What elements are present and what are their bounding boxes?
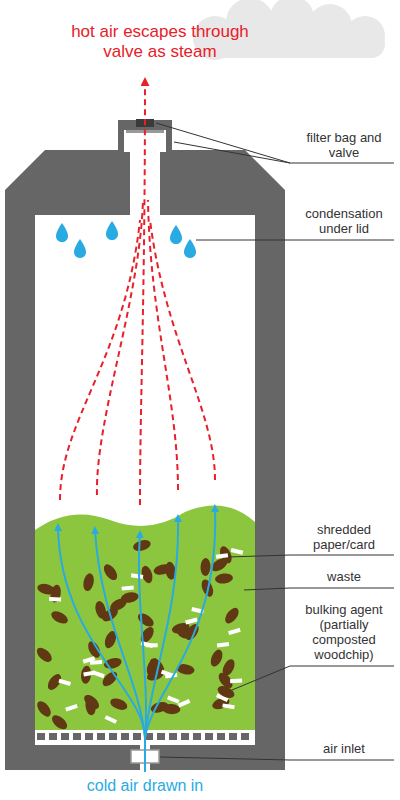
droplet xyxy=(74,239,86,258)
woodchip xyxy=(216,684,237,701)
paper-piece xyxy=(217,642,229,647)
woodchip xyxy=(120,591,140,604)
grid-square xyxy=(37,733,45,740)
paper-piece xyxy=(146,643,158,647)
paper-piece xyxy=(131,573,143,579)
paper-piece xyxy=(90,660,102,665)
cold-air-flow xyxy=(58,508,215,772)
paper-piece xyxy=(161,670,174,678)
woodchip xyxy=(132,538,152,553)
woodchip xyxy=(222,605,241,625)
woodchip xyxy=(208,648,224,669)
part-label: condensation under lid xyxy=(294,206,394,236)
woodchip xyxy=(200,558,211,576)
grid-square xyxy=(181,733,189,740)
grid-square xyxy=(97,733,105,740)
woodchip xyxy=(49,609,70,626)
paper-piece xyxy=(222,703,234,709)
droplet xyxy=(106,221,118,240)
woodchip xyxy=(101,562,120,582)
grid-square xyxy=(229,733,237,740)
woodchip xyxy=(140,564,155,584)
grid-square xyxy=(85,733,93,740)
woodchip xyxy=(82,572,96,592)
part-label: filter bag and valve xyxy=(300,130,388,160)
paper-piece xyxy=(105,715,118,724)
part-label: shredded paper/card xyxy=(294,522,394,552)
grid-square xyxy=(121,733,129,740)
paper-piece xyxy=(216,553,228,559)
grid-square xyxy=(169,733,177,740)
droplet xyxy=(170,225,182,244)
woodchip xyxy=(162,703,181,714)
paper-piece xyxy=(231,548,244,555)
part-label: air inlet xyxy=(294,741,394,756)
woodchip xyxy=(215,573,234,585)
hot-air-caption: hot air escapes through valve as steam xyxy=(50,22,270,62)
woodchip xyxy=(34,645,54,664)
cold-air-caption: cold air drawn in xyxy=(45,776,245,795)
paper-piece xyxy=(65,704,78,712)
grid-square xyxy=(193,733,201,740)
part-label: waste xyxy=(294,569,394,584)
paper-piece xyxy=(49,597,61,601)
droplet xyxy=(184,239,196,258)
paper-piece xyxy=(230,678,242,683)
grid-square xyxy=(61,733,69,740)
paper-piece xyxy=(167,696,180,704)
woodchip xyxy=(136,611,156,630)
grid-square xyxy=(217,733,225,740)
paper-piece xyxy=(58,679,71,686)
paper-piece xyxy=(185,618,198,625)
woodchip xyxy=(35,699,54,719)
woodchip xyxy=(153,562,173,576)
grid-square xyxy=(133,733,141,740)
grid-square xyxy=(241,733,249,740)
woodchip xyxy=(82,692,102,711)
grid-square xyxy=(157,733,165,740)
part-label: bulking agent (partially composted woodc… xyxy=(294,602,394,662)
support-grid xyxy=(37,733,249,740)
paper-piece xyxy=(122,586,134,591)
grid-square xyxy=(49,733,57,740)
paper-piece xyxy=(83,670,96,676)
droplet xyxy=(56,223,68,242)
leader-lines xyxy=(156,123,394,760)
grid-square xyxy=(109,733,117,740)
woodchip xyxy=(49,713,69,732)
grid-square xyxy=(73,733,81,740)
grid-square xyxy=(205,733,213,740)
woodchip xyxy=(109,696,129,712)
woodchip xyxy=(36,582,56,596)
paper-piece xyxy=(228,628,241,635)
paper-piece xyxy=(178,699,191,707)
